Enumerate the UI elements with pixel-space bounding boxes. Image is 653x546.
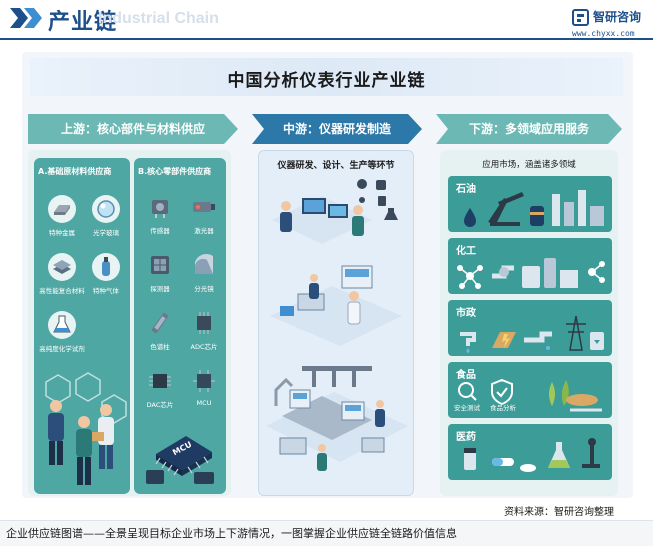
- midstream-subtitle: 仪器研发、设计、生产等环节: [258, 158, 414, 171]
- brand-logo-icon: [572, 9, 589, 26]
- brand-url[interactable]: www.chyxx.com: [572, 29, 635, 38]
- sensor-item: 传感器: [136, 192, 184, 235]
- beamsplitter-icon: [189, 250, 219, 280]
- column-item: 色谱柱: [136, 308, 184, 351]
- header-watermark: Industrial Chain: [98, 10, 219, 28]
- glass-item: 光学玻璃: [82, 194, 130, 237]
- mcu-chip-illustration: MCU: [146, 420, 218, 488]
- detector-item: 探测器: [136, 250, 184, 293]
- dac-item: DAC芯片: [136, 366, 184, 409]
- pharma-icons: [452, 432, 608, 478]
- engineers-illustration: [36, 372, 128, 492]
- downstream-label: 下游：多领域应用服务: [436, 114, 622, 144]
- petroleum-icons: [452, 184, 608, 230]
- field-petroleum: 石油: [448, 176, 612, 232]
- item-label: 色谱柱: [136, 341, 184, 351]
- group-a-title: A.基础原材料供应商: [38, 166, 111, 177]
- field-sub-label: 安全测试: [454, 402, 480, 412]
- municipal-icons: [452, 308, 608, 354]
- chromatography-column-icon: [145, 308, 175, 338]
- item-label: 分光镜: [180, 283, 228, 293]
- item-label: 高纯度化学试剂: [38, 343, 86, 353]
- gas-item: 特种气体: [82, 252, 130, 295]
- chip-icon: [189, 308, 219, 338]
- gas-cylinder-icon: [91, 252, 121, 282]
- upstream-label: 上游：核心部件与材料供应: [28, 114, 238, 144]
- item-label: 光学玻璃: [82, 227, 130, 237]
- field-pharma: 医药: [448, 424, 612, 480]
- chip-icon: [145, 366, 175, 396]
- item-label: 特种金属: [38, 227, 86, 237]
- source-note: 资料来源：智研咨询整理: [504, 503, 614, 518]
- downstream-chevron: 下游：多领域应用服务: [436, 114, 622, 144]
- footer-text: 企业供应链图谱——全景呈现目标企业市场上下游情况，一图掌握企业供应链全链路价值信…: [6, 525, 457, 541]
- beamsplitter-item: 分光镜: [180, 250, 228, 293]
- item-label: 传感器: [136, 225, 184, 235]
- group-b-title: B.核心零部件供应商: [138, 166, 211, 177]
- metal-item: 特种金属: [38, 194, 86, 237]
- item-label: 高性能复合材料: [38, 285, 86, 295]
- item-label: DAC芯片: [136, 399, 184, 409]
- manufacturing-illustration: [262, 176, 412, 488]
- sensor-icon: [145, 192, 175, 222]
- item-label: 激光器: [180, 225, 228, 235]
- composite-item: 高性能复合材料: [38, 252, 86, 295]
- optical-lens-icon: [91, 194, 121, 224]
- reagent-item: 高纯度化学试剂: [38, 310, 86, 353]
- brand-name: 智研咨询: [593, 8, 641, 25]
- item-label: 特种气体: [82, 285, 130, 295]
- upstream-chevron: 上游：核心部件与材料供应: [28, 114, 238, 144]
- metal-ingot-icon: [47, 194, 77, 224]
- item-label: ADC芯片: [180, 341, 228, 351]
- item-label: 探测器: [136, 283, 184, 293]
- downstream-subtitle: 应用市场，涵盖诸多领域: [440, 158, 618, 170]
- detector-icon: [145, 250, 175, 280]
- diagram-title: 中国分析仪表行业产业链: [30, 66, 623, 91]
- chip-icon: [189, 366, 219, 396]
- mcu-item: MCU: [180, 366, 228, 407]
- laser-icon: [189, 192, 219, 222]
- brand-block: 智研咨询 www.chyxx.com: [572, 8, 652, 38]
- field-food: 食品 安全测试 食品分析: [448, 362, 612, 418]
- chemical-icons: [452, 246, 608, 292]
- midstream-chevron: 中游：仪器研发制造: [252, 114, 422, 144]
- page-header: 产业链 Industrial Chain 智研咨询 www.chyxx.com: [0, 0, 653, 44]
- laser-item: 激光器: [180, 192, 228, 235]
- field-municipal: 市政: [448, 300, 612, 356]
- composite-layers-icon: [47, 252, 77, 282]
- flask-icon: [47, 310, 77, 340]
- header-divider: [0, 38, 653, 40]
- field-sub-label: 食品分析: [490, 402, 516, 412]
- chevron-arrows-icon: [8, 6, 44, 30]
- field-chemical: 化工: [448, 238, 612, 294]
- midstream-label: 中游：仪器研发制造: [252, 114, 422, 144]
- item-label: MCU: [180, 399, 228, 407]
- adc-item: ADC芯片: [180, 308, 228, 351]
